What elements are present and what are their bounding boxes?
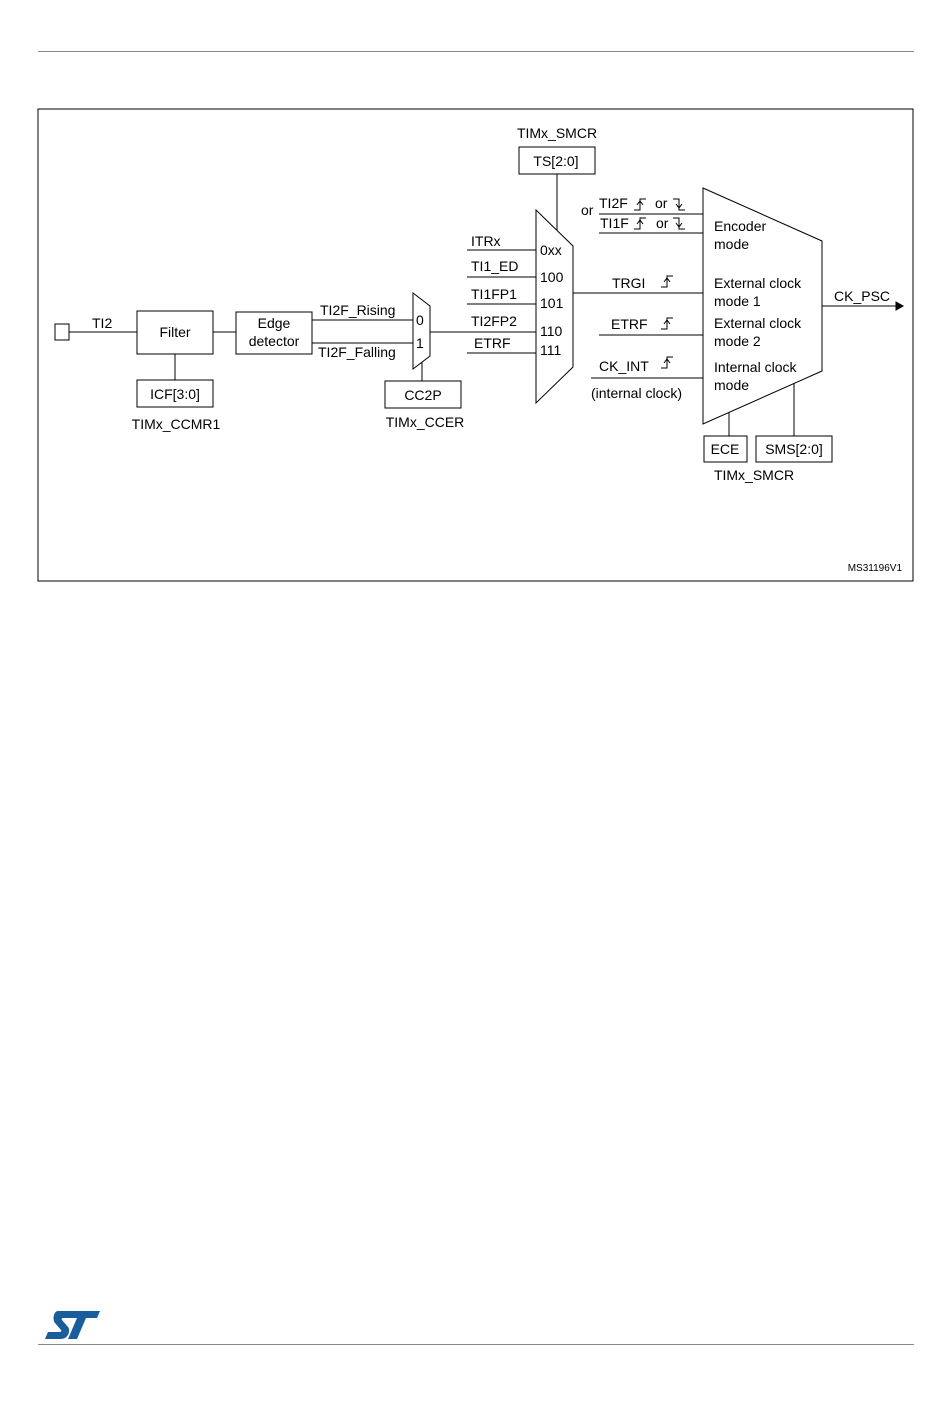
cc2p-register-box [384, 380, 462, 409]
ti2f-falling-edge-icon [673, 198, 685, 211]
encoder-or-label-2: or [655, 195, 668, 211]
st-logo-icon [45, 1311, 100, 1339]
header-rule [38, 51, 914, 52]
sms-register-box [755, 435, 833, 463]
trigger-input-ti1fp1: TI1FP1 [471, 286, 517, 302]
mode-ext2-1: External clock [714, 315, 802, 331]
ccer-register-name: TIMx_CCER [386, 414, 465, 430]
ti2f-rising-edge-icon [634, 198, 646, 211]
ece-register-box [703, 435, 748, 463]
trigger-input-itrx: ITRx [471, 233, 501, 249]
trigger-code-110: 110 [540, 323, 563, 339]
etrf-rising-edge-icon [661, 317, 673, 330]
encoder-or-label: or [581, 202, 594, 218]
mode-encoder-1: Encoder [714, 218, 766, 234]
ck-int-note: (internal clock) [591, 385, 682, 401]
input-pin [54, 323, 70, 341]
clock-selection-diagram: TI2 Filter ICF[3:0] TIMx_CCMR1 Edge dete… [37, 108, 914, 582]
diagram-frame [37, 108, 914, 582]
edge-detector-label-1: Edge [258, 315, 291, 331]
ts-register-label: TS[2:0] [533, 153, 578, 169]
filter-label: Filter [159, 324, 190, 340]
cc2p-register-label: CC2P [404, 387, 441, 403]
mode-int-2: mode [714, 377, 749, 393]
falling-label: TI2F_Falling [318, 344, 396, 360]
encoder-or-label-3: or [656, 215, 669, 231]
mux1-in1: 1 [416, 335, 424, 351]
trigger-code-100: 100 [540, 269, 564, 285]
ccmr1-register-name: TIMx_CCMR1 [132, 416, 221, 432]
mode-ext2-2: mode 2 [714, 333, 761, 349]
mode-encoder-2: mode [714, 236, 749, 252]
trigger-input-ti1ed: TI1_ED [471, 258, 518, 274]
trigger-input-etrf: ETRF [474, 335, 511, 351]
icf-register-label: ICF[3:0] [150, 386, 200, 402]
ck-int-rising-edge-icon [661, 356, 673, 369]
output-arrow-icon [895, 301, 905, 311]
mode-ext1-2: mode 1 [714, 293, 761, 309]
smcr-register-name: TIMx_SMCR [714, 467, 794, 483]
trigger-code-0xx: 0xx [540, 242, 562, 258]
icf-register-box [136, 379, 214, 408]
mux1-in0: 0 [416, 312, 424, 328]
st-logo-shape [45, 1311, 100, 1339]
edge-detector-label-2: detector [249, 333, 300, 349]
figure-id: MS31196V1 [848, 563, 903, 574]
sms-register-label: SMS[2:0] [765, 441, 823, 457]
ck-int-label: CK_INT [599, 358, 649, 374]
trigger-input-ti2fp2: TI2FP2 [471, 313, 517, 329]
ts-register-name: TIMx_SMCR [517, 125, 597, 141]
encoder-ti1f-label: TI1F [600, 215, 629, 231]
edge-detector-block [235, 311, 313, 355]
rising-label: TI2F_Rising [320, 302, 395, 318]
polarity-mux [412, 291, 431, 371]
mode-selector [702, 187, 823, 425]
mode-int-1: Internal clock [714, 359, 797, 375]
etrf-label: ETRF [611, 316, 648, 332]
trigger-code-111: 111 [540, 342, 561, 358]
mode-ext1-1: External clock [714, 275, 802, 291]
ece-register-label: ECE [711, 441, 740, 457]
trigger-code-101: 101 [540, 295, 564, 311]
ti1f-falling-edge-icon [673, 217, 685, 230]
trigger-mux [535, 208, 574, 405]
ti1f-rising-edge-icon [634, 217, 646, 230]
trgi-rising-edge-icon [661, 275, 673, 288]
trgi-label: TRGI [612, 275, 645, 291]
output-label: CK_PSC [834, 288, 890, 304]
footer-rule [38, 1344, 914, 1345]
input-pin-label: TI2 [92, 315, 112, 331]
encoder-ti2f-label: TI2F [599, 195, 628, 211]
